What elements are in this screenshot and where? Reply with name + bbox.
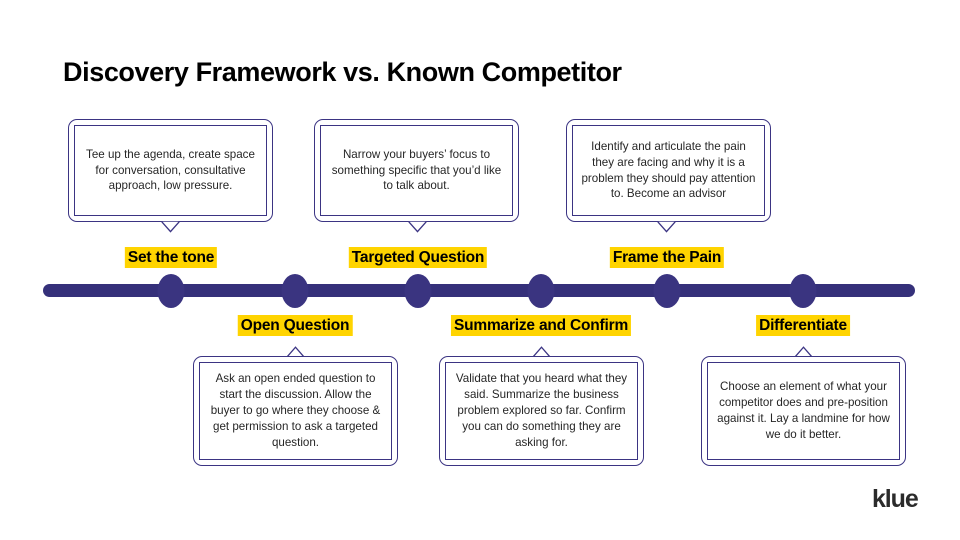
timeline-label-differentiate[interactable]: Differentiate <box>756 315 850 336</box>
pointer-down-icon-set-the-tone <box>161 221 180 233</box>
callout-text: Narrow your buyers’ focus to something s… <box>331 147 502 193</box>
pointer-down-icon-targeted-question <box>408 221 427 233</box>
timeline-label-set-the-tone[interactable]: Set the tone <box>124 247 218 268</box>
timeline-dot-set-the-tone[interactable] <box>157 274 185 308</box>
timeline-dot-open-question[interactable] <box>281 274 309 308</box>
callout-box-targeted-question: Narrow your buyers’ focus to something s… <box>314 119 519 222</box>
callout-box-frame-the-pain: Identify and articulate the pain they ar… <box>566 119 771 222</box>
timeline-label-text: Summarize and Confirm <box>450 315 632 336</box>
pointer-down-icon-frame-the-pain <box>657 221 676 233</box>
callout-inner-frame: Validate that you heard what they said. … <box>445 362 638 460</box>
callout-inner-frame: Narrow your buyers’ focus to something s… <box>320 125 513 216</box>
timeline-dot-targeted-question[interactable] <box>404 274 432 308</box>
callout-text: Choose an element of what your competito… <box>717 380 890 441</box>
timeline-bar <box>43 284 915 297</box>
callout-inner-frame: Ask an open ended question to start the … <box>199 362 392 460</box>
timeline-label-open-question[interactable]: Open Question <box>237 315 353 336</box>
callout-inner-frame: Identify and articulate the pain they ar… <box>572 125 765 216</box>
klue-logo: klue <box>872 485 919 513</box>
callout-box-open-question: Ask an open ended question to start the … <box>193 356 398 466</box>
timeline-label-frame-the-pain[interactable]: Frame the Pain <box>609 247 725 268</box>
timeline-label-text: Frame the Pain <box>609 247 725 268</box>
pointer-up-icon-differentiate <box>794 346 813 358</box>
timeline-label-summarize-and-confirm[interactable]: Summarize and Confirm <box>450 315 632 336</box>
timeline-label-targeted-question[interactable]: Targeted Question <box>348 247 488 268</box>
pointer-up-icon-summarize-and-confirm <box>532 346 551 358</box>
callout-text: Ask an open ended question to start the … <box>210 372 381 449</box>
callout-box-summarize-and-confirm: Validate that you heard what they said. … <box>439 356 644 466</box>
callout-box-differentiate: Choose an element of what your competito… <box>701 356 906 466</box>
callout-text: Identify and articulate the pain they ar… <box>581 139 756 201</box>
callout-inner-frame: Choose an element of what your competito… <box>707 362 900 460</box>
timeline-dot-frame-the-pain[interactable] <box>653 274 681 308</box>
timeline-label-text: Open Question <box>237 315 353 336</box>
callout-text: Validate that you heard what they said. … <box>455 372 628 449</box>
callout-box-set-the-tone: Tee up the agenda, create space for conv… <box>68 119 273 222</box>
pointer-up-icon-open-question <box>286 346 305 358</box>
timeline-dot-differentiate[interactable] <box>789 274 817 308</box>
callout-text: Tee up the agenda, create space for conv… <box>86 147 255 193</box>
timeline-label-text: Targeted Question <box>348 247 488 268</box>
timeline-label-text: Set the tone <box>124 247 218 268</box>
callout-inner-frame: Tee up the agenda, create space for conv… <box>74 125 267 216</box>
page-title: Discovery Framework vs. Known Competitor <box>63 57 622 87</box>
timeline-dot-summarize-and-confirm[interactable] <box>527 274 555 308</box>
timeline-label-text: Differentiate <box>756 315 850 336</box>
